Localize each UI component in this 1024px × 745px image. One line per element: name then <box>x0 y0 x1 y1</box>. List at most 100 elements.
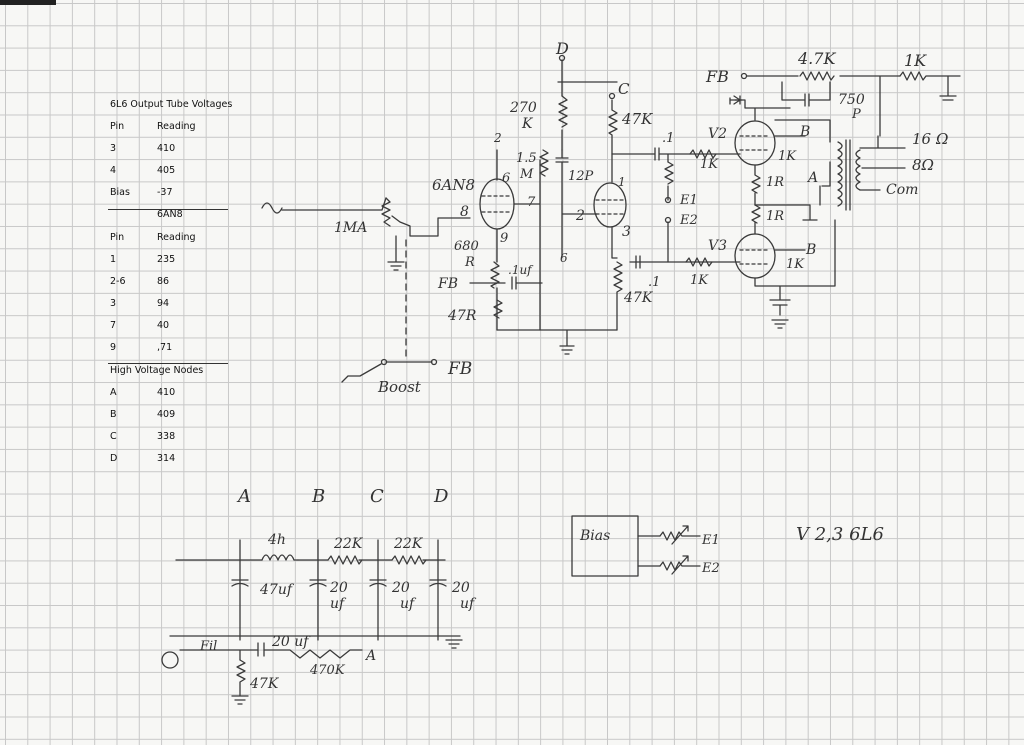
transformer-secondary <box>855 149 861 191</box>
bias-pot-e1 <box>659 525 701 545</box>
label-1r-a: 1R <box>766 175 784 190</box>
label-ps-b: B <box>311 486 325 507</box>
node-e1 <box>664 196 672 204</box>
label-e2: E2 <box>679 213 698 228</box>
table-divider <box>108 209 228 210</box>
switch-contact <box>380 358 388 366</box>
wire <box>611 227 618 259</box>
resistor-47k-cathode <box>613 261 623 331</box>
ground-line <box>496 329 618 355</box>
label-1k-b: 1K <box>690 273 709 288</box>
label-47k-ps: 47K <box>249 676 280 692</box>
wire <box>557 59 618 97</box>
label-pin2: 2 <box>493 131 502 145</box>
cap-47uf <box>231 579 249 587</box>
node-d <box>558 54 566 62</box>
filament-line <box>179 642 363 661</box>
transformer-core <box>845 139 851 211</box>
table-row: Bias-37 <box>110 187 173 198</box>
table-subtitle: 6AN8 <box>157 209 183 220</box>
tube-grid <box>481 195 513 213</box>
label-750-p: P <box>851 107 861 122</box>
label-47k-plate: 47K <box>621 110 653 128</box>
resistor-1r-b <box>751 204 761 235</box>
label-1uf: .1uf <box>508 263 534 277</box>
label-pin1: 1 <box>618 175 626 189</box>
tube-grid <box>595 199 625 215</box>
transformer-primary <box>837 141 843 207</box>
label-20c: 20 <box>451 580 470 596</box>
label-pin9: 9 <box>500 231 508 246</box>
ground <box>771 319 789 329</box>
boost-switch <box>341 361 433 383</box>
table-divider <box>108 363 228 364</box>
label-pin2b: 2 <box>575 208 585 224</box>
label-cap01b: .1 <box>648 275 660 290</box>
label-arrow-a: A <box>364 648 376 664</box>
label-20a: 20 <box>329 580 348 596</box>
label-1r-b: 1R <box>766 209 784 224</box>
label-47k-cathode: 47K <box>623 290 654 306</box>
cap-20uf-d <box>429 579 447 587</box>
resistor-22k-a <box>327 555 363 565</box>
resistor-1k-v2 <box>689 149 717 159</box>
resistor-47k-plate <box>608 99 618 183</box>
label-pin8: 8 <box>460 204 469 220</box>
fb-feed <box>469 276 543 290</box>
label-v23-6l6: V 2,3 6L6 <box>796 524 884 545</box>
resistor-47r <box>493 299 503 319</box>
label-ps-c: C <box>370 486 384 507</box>
label-1k-fb: 1K <box>904 51 927 70</box>
tube-v3 <box>734 233 776 279</box>
label-c: C <box>618 80 630 98</box>
label-bias-e1: E1 <box>701 533 720 548</box>
label-20b: 20 <box>391 580 410 596</box>
label-com: Com <box>886 182 918 198</box>
label-8ohm: 8Ω <box>912 156 934 174</box>
label-boost: Boost <box>377 378 422 396</box>
wire <box>774 119 831 206</box>
label-20a-uf: uf <box>330 596 347 612</box>
resistor-1k-v3 <box>685 257 713 267</box>
label-pin7: 7 <box>527 195 536 210</box>
label-4.7k: 4.7K <box>797 49 836 68</box>
label-fb-left: FB <box>437 276 458 292</box>
table-subtitle: High Voltage Nodes <box>110 365 204 376</box>
label-16: 16 <box>912 130 932 148</box>
table-title: 6L6 Output Tube Voltages <box>110 99 233 110</box>
label-680: 680 <box>454 239 479 254</box>
label-a-node: A <box>806 170 818 186</box>
wire <box>754 219 836 316</box>
wire <box>746 75 901 137</box>
label-12p: 12P <box>568 169 594 184</box>
label-47uf: 47uf <box>259 582 295 598</box>
label-20uf: 20 uf <box>271 634 311 650</box>
label-fb-boost: FB <box>447 359 472 379</box>
resistor-1.5m <box>539 149 549 177</box>
label-1.5: 1.5 <box>516 151 537 166</box>
resistor-680 <box>490 261 500 331</box>
label-680-r: R <box>464 255 475 270</box>
wire <box>635 221 741 269</box>
label-20c-uf: uf <box>460 596 477 612</box>
bias-box <box>571 515 639 577</box>
cap-750p <box>781 81 831 107</box>
wire <box>729 97 806 251</box>
filament-connector-icon <box>161 651 179 669</box>
resistor-1k-fb <box>899 71 961 101</box>
label-pin3: 3 <box>622 224 631 240</box>
pot-1ma <box>381 197 405 271</box>
table-row: 9,71 <box>110 342 173 353</box>
label-ohm: Ω <box>935 130 948 148</box>
label-bias-e2: E2 <box>701 561 720 576</box>
label-d: D <box>555 39 569 58</box>
node-c <box>608 92 616 100</box>
